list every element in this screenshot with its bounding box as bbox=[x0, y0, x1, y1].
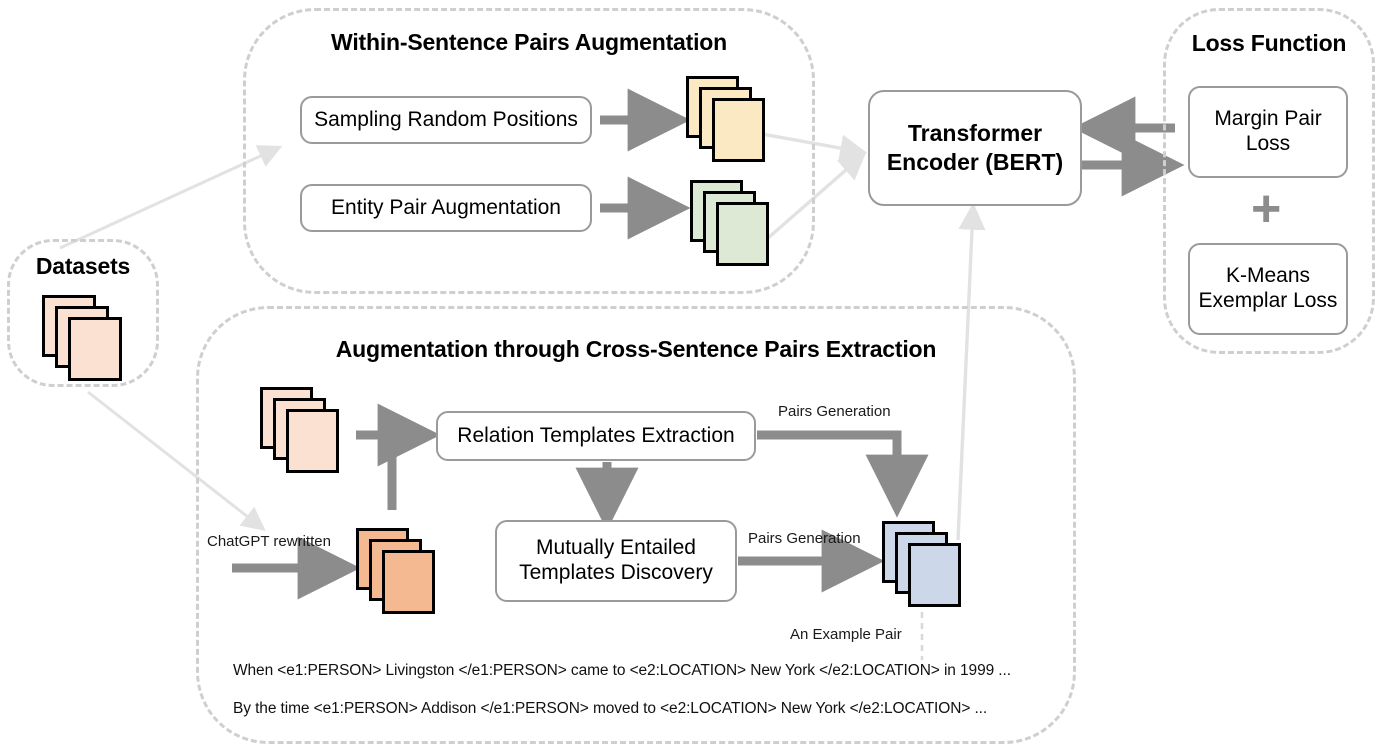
example-line-2: By the time <e1:PERSON> Addison </e1:PER… bbox=[233, 700, 988, 717]
box-relation-templates-extraction[interactable]: Relation Templates Extraction bbox=[436, 411, 756, 461]
within-sentence-yellow-stack bbox=[686, 76, 778, 168]
within-sentence-title: Within-Sentence Pairs Augmentation bbox=[331, 29, 727, 55]
label-an-example-pair: An Example Pair bbox=[790, 626, 902, 643]
box-margin-pair-loss[interactable]: Margin Pair Loss bbox=[1188, 86, 1348, 178]
cross-source-stack bbox=[260, 387, 352, 479]
box-sampling-random-positions[interactable]: Sampling Random Positions bbox=[300, 96, 592, 144]
group-loss-function bbox=[1163, 8, 1375, 354]
group-cross-sentence bbox=[196, 306, 1076, 744]
cross-rewritten-stack bbox=[356, 528, 448, 620]
pairs-sheet-front bbox=[908, 543, 961, 607]
label-chatgpt-rewritten: ChatGPT rewritten bbox=[207, 533, 331, 550]
datasets-title: Datasets bbox=[35, 253, 131, 279]
box-entity-pair-augmentation[interactable]: Entity Pair Augmentation bbox=[300, 184, 592, 232]
label-pairs-generation-bottom: Pairs Generation bbox=[748, 530, 861, 547]
box-kmeans-exemplar-loss[interactable]: K-Means Exemplar Loss bbox=[1188, 243, 1348, 335]
example-line-1: When <e1:PERSON> Livingston </e1:PERSON>… bbox=[233, 662, 1011, 679]
green-sheet-front bbox=[716, 202, 769, 266]
within-sentence-green-stack bbox=[690, 180, 782, 272]
datasets-sheet-front bbox=[68, 317, 122, 381]
group-datasets bbox=[7, 239, 159, 387]
label-pairs-generation-top: Pairs Generation bbox=[778, 403, 891, 420]
cross-source-sheet-front bbox=[286, 409, 339, 473]
loss-function-title: Loss Function bbox=[1191, 30, 1347, 56]
cross-rewritten-sheet-front bbox=[382, 550, 435, 614]
loss-plus-operator: + bbox=[1251, 180, 1282, 238]
box-transformer-encoder[interactable]: Transformer Encoder (BERT) bbox=[868, 90, 1082, 206]
datasets-stack bbox=[42, 295, 128, 383]
yellow-sheet-front bbox=[712, 98, 765, 162]
group-within-sentence bbox=[243, 8, 815, 294]
cross-output-pairs-stack bbox=[882, 521, 974, 613]
box-mutually-entailed-templates-discovery[interactable]: Mutually Entailed Templates Discovery bbox=[495, 520, 737, 602]
cross-sentence-title: Augmentation through Cross-Sentence Pair… bbox=[335, 336, 937, 362]
